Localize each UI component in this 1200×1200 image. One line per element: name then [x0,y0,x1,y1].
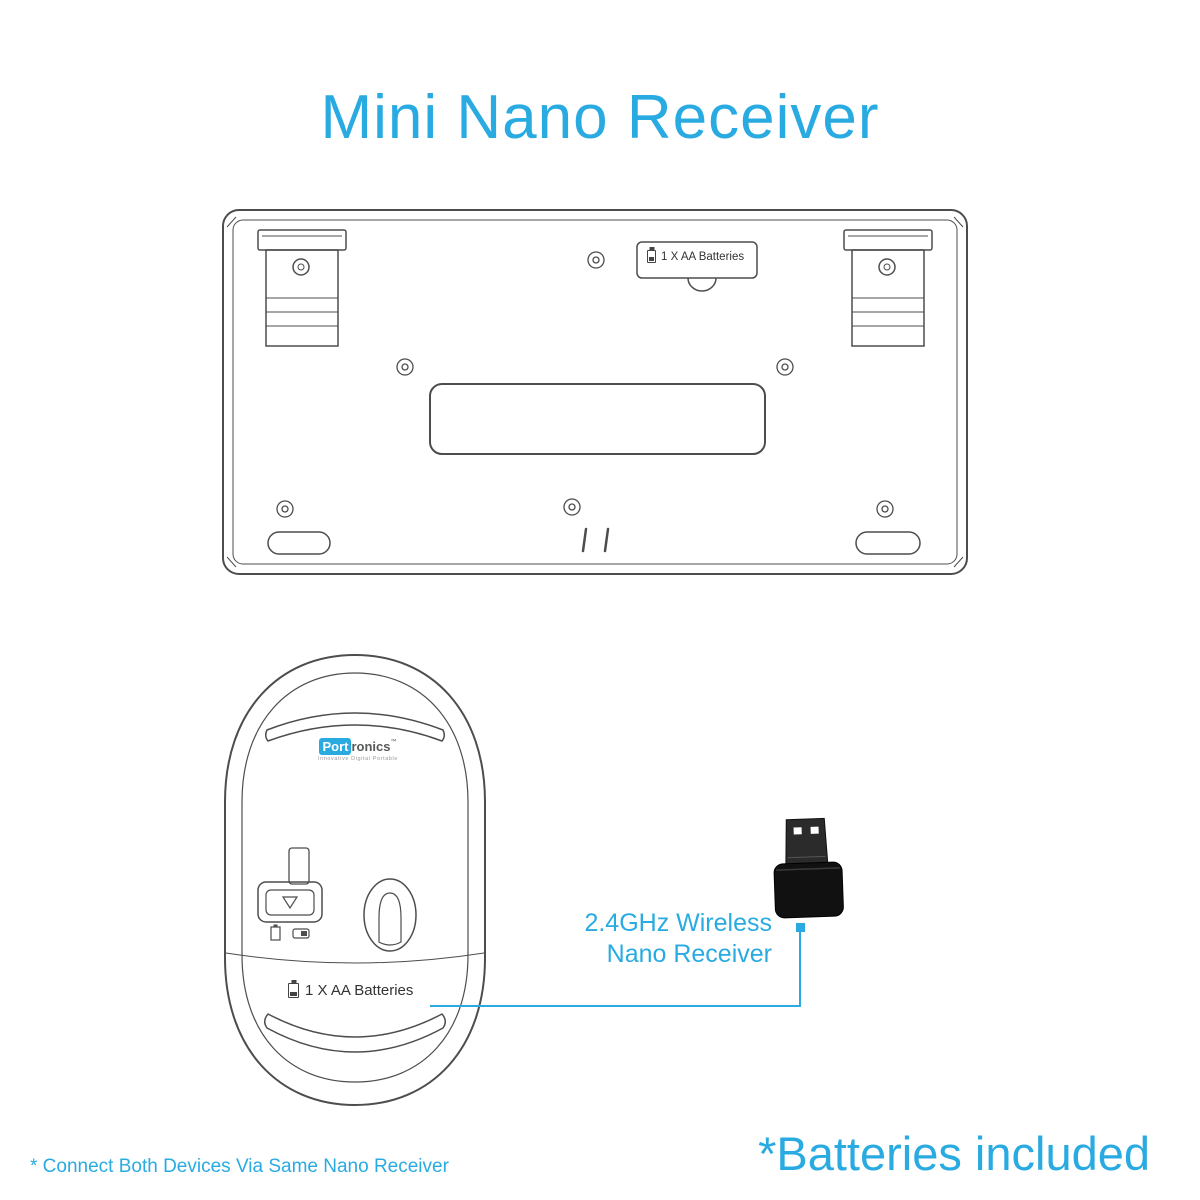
receiver-callout-line2: Nano Receiver [606,940,772,968]
keyboard-battery-label: 1 X AA Batteries [647,250,744,263]
mouse-outline [224,653,486,1107]
keyboard-inner-outline [232,219,958,565]
keyboard-slits [581,527,610,553]
battery-icon [288,983,299,998]
keyboard-foot-left [257,229,347,347]
mouse-bottom-slot [264,1013,446,1053]
keyboard-battery-text: 1 X AA Batteries [661,250,745,263]
keyboard-screws [276,251,894,518]
mouse-sensor [363,878,417,952]
keyboard-foot-right [843,229,933,347]
page-title: Mini Nano Receiver [320,83,880,152]
usb-connector [785,817,829,867]
nano-receiver-dongle [773,817,844,919]
battery-icon [647,250,656,263]
keyboard-corner-ticks [226,216,964,568]
mouse-power-switch [257,881,323,923]
logo-trademark: ™ [390,739,397,745]
leader-line-horizontal [430,1005,801,1007]
keyboard-battery-door [636,241,758,292]
mouse-cover-seam [225,952,485,964]
mouse-inner-outline [241,672,469,1083]
dongle-body [773,861,844,919]
logo-tagline: Innovative Digital Portable [317,756,399,762]
logo-ronics-text: ronics [351,739,391,754]
keyboard-label-plate [429,383,766,455]
mouse-battery-label: 1 X AA Batteries [288,982,413,999]
receiver-callout-line1: 2.4GHz Wireless [584,909,772,937]
leader-dot [796,923,805,932]
keyboard-outline [222,209,968,575]
keyboard-bottom-diagram [222,209,968,575]
usb-pin-hole [793,827,802,835]
mouse-indicator-glyphs [270,924,310,941]
keyboard-pad-right [855,531,921,555]
usb-pin-hole [810,826,819,834]
mouse-switch-nub [288,847,310,885]
keyboard-pad-left [267,531,331,555]
mouse-battery-text: 1 X AA Batteries [305,982,414,999]
mouse-top-slot [264,712,446,742]
receiver-callout: 2.4GHz Wireless Nano Receiver [520,908,772,970]
leader-line-vertical [799,932,801,1007]
footnote-batteries: *Batteries included [758,1127,1150,1180]
footnote-connect: * Connect Both Devices Via Same Nano Rec… [30,1156,449,1177]
logo-port-badge: Port [319,738,352,755]
mouse-bottom-diagram [224,653,486,1107]
